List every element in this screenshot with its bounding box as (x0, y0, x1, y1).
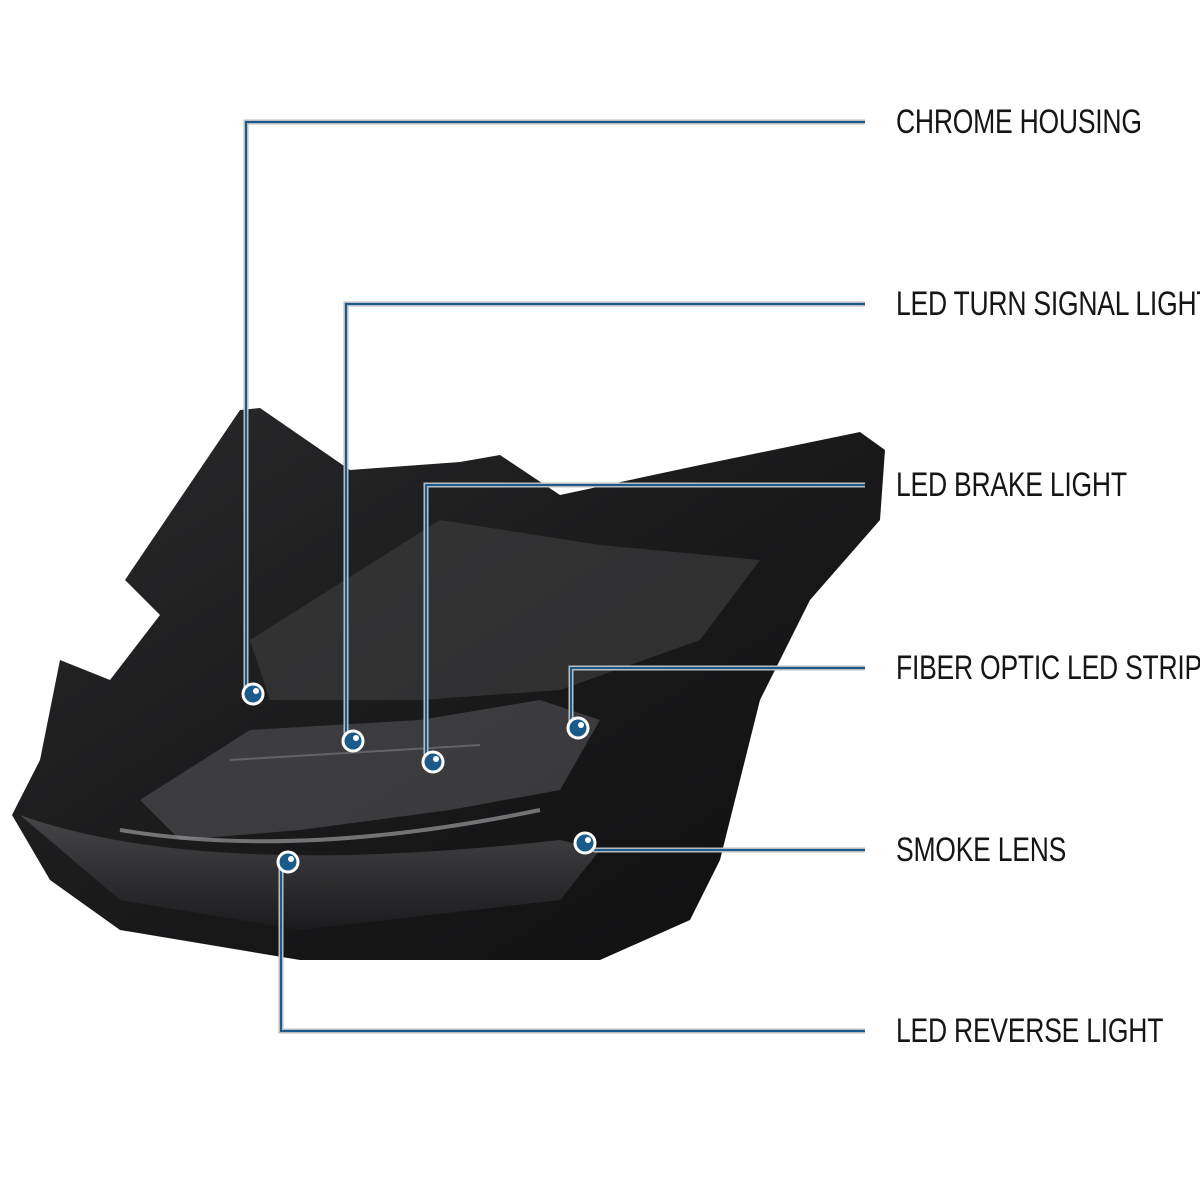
leader-line-chrome-housing (245, 121, 865, 695)
leader-line-outline-led-brake-light (423, 482, 865, 765)
callout-dot-highlight (288, 856, 294, 862)
callout-dot-highlight (578, 722, 584, 728)
leader-line-led-brake-light (425, 484, 865, 763)
label-fiber-optic-led-strip: FIBER OPTIC LED STRIP (896, 649, 1200, 687)
label-smoke-lens: SMOKE LENS (896, 831, 1067, 869)
label-chrome-housing: CHROME HOUSING (896, 103, 1142, 141)
label-led-brake-light: LED BRAKE LIGHT (896, 466, 1127, 504)
callout-dot-fiber-optic-led-strip (566, 716, 590, 740)
callout-dot-led-brake-light (421, 750, 445, 774)
callout-dot-smoke-lens (573, 831, 597, 855)
leader-line-fiber-optic-led-strip (570, 667, 865, 729)
tail-light-housing (12, 408, 885, 960)
leader-line-outline-led-reverse-light (278, 859, 865, 1034)
callout-dot-led-turn-signal-light (341, 729, 365, 753)
callout-dot-highlight (253, 688, 259, 694)
callout-dot-highlight (585, 837, 591, 843)
leader-line-outline-chrome-housing (243, 119, 865, 697)
label-led-turn-signal-light: LED TURN SIGNAL LIGHT (896, 285, 1200, 323)
leader-line-led-reverse-light (280, 861, 865, 1032)
callout-dot-led-reverse-light (276, 850, 300, 874)
leader-line-outline-smoke-lens (583, 840, 865, 853)
callout-dot-highlight (353, 735, 359, 741)
label-led-reverse-light: LED REVERSE LIGHT (896, 1012, 1164, 1050)
callout-dot-chrome-housing (241, 682, 265, 706)
leader-line-outline-fiber-optic-led-strip (568, 665, 865, 731)
callout-dot-highlight (433, 756, 439, 762)
